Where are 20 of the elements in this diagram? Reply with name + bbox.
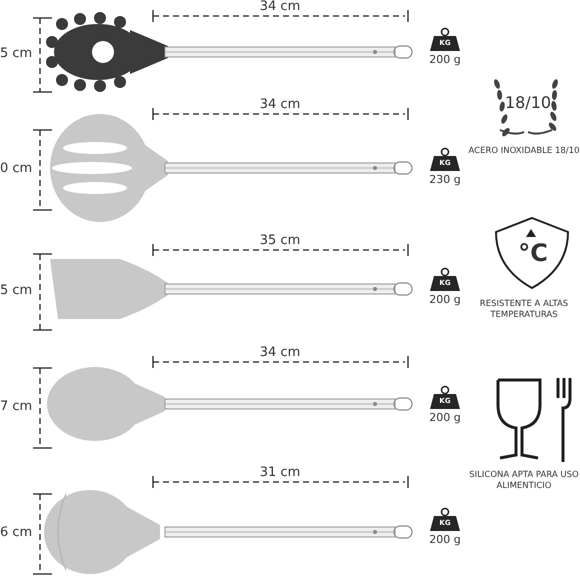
weight-label: 200 g [428, 533, 462, 547]
feature-caption: SILICONA APTA PARA USO ALIMENTICIO [468, 470, 580, 492]
dimension-label: 34 cm [258, 97, 302, 114]
dimension-label: 34 cm [258, 345, 302, 362]
weight-label: 200 g [428, 293, 462, 307]
dimension-label: 6 cm [0, 525, 34, 542]
grade-label: 18/10 [504, 93, 552, 113]
feature-caption: RESISTENTE A ALTAS TEMPERATURAS [478, 299, 570, 320]
dimension-label: 34 cm [258, 0, 302, 16]
dimension-label: 5 cm [0, 283, 34, 300]
dimension-label: 31 cm [258, 465, 302, 482]
temperature-label: °C [517, 238, 549, 268]
weight-label: 200 g [428, 53, 462, 67]
weight-label: 230 g [428, 173, 462, 187]
dimension-label: 0 cm [0, 161, 34, 178]
weight-label: 200 g [428, 411, 462, 425]
dimension-label: 7 cm [0, 399, 34, 416]
dimension-label: 35 cm [258, 233, 302, 250]
dimension-label: 5 cm [0, 46, 34, 62]
feature-caption: ACERO INOXIDABLE 18/10 [468, 146, 580, 157]
